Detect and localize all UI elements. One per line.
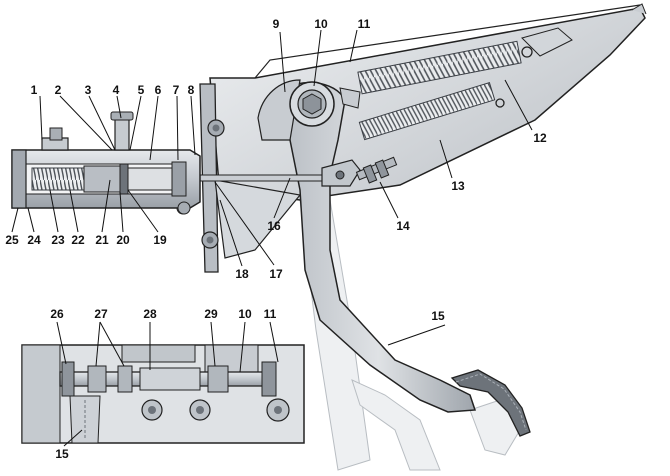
- callout-2: 2: [55, 83, 62, 97]
- callout-9: 9: [273, 17, 280, 31]
- background-shapes: [299, 199, 521, 471]
- callout-10-inset: 10: [238, 307, 252, 321]
- callout-1: 1: [31, 83, 38, 97]
- callout-11: 11: [358, 17, 371, 31]
- callout-28: 28: [143, 307, 157, 321]
- callout-14: 14: [396, 219, 410, 233]
- callout-15-inset: 15: [55, 447, 69, 461]
- callout-10: 10: [314, 17, 328, 31]
- callout-12: 12: [533, 131, 547, 145]
- callout-29: 29: [204, 307, 218, 321]
- callout-20: 20: [116, 233, 130, 247]
- callout-4: 4: [113, 83, 120, 97]
- pedal-lever: [257, 79, 531, 437]
- shaft-inset: [21, 344, 305, 444]
- callout-21: 21: [95, 233, 109, 247]
- servo-spring-13: [358, 82, 496, 141]
- callout-11-inset: 11: [264, 307, 277, 321]
- leader-lines: [11, 29, 533, 447]
- callout-13: 13: [451, 179, 465, 193]
- callout-8: 8: [188, 83, 195, 97]
- callout-18: 18: [235, 267, 249, 281]
- callout-23: 23: [51, 233, 65, 247]
- callout-24: 24: [27, 233, 41, 247]
- callout-22: 22: [71, 233, 85, 247]
- callout-labels: 1 2 3 4 5 6 7 8 9 10 11 12 13 14 15 16 1…: [5, 17, 547, 461]
- callout-17: 17: [269, 267, 283, 281]
- callout-26: 26: [50, 307, 64, 321]
- callout-19: 19: [153, 233, 167, 247]
- callout-5: 5: [138, 83, 145, 97]
- callout-25: 25: [5, 233, 19, 247]
- callout-3: 3: [85, 83, 92, 97]
- push-rod: [189, 156, 398, 187]
- callout-7: 7: [173, 83, 180, 97]
- pedal-bracket: [176, 3, 647, 273]
- callout-6: 6: [155, 83, 162, 97]
- callout-27: 27: [94, 307, 108, 321]
- master-cylinder: [11, 111, 201, 215]
- return-spring-12: [357, 40, 522, 95]
- callout-15: 15: [431, 309, 445, 323]
- callout-16: 16: [267, 219, 281, 233]
